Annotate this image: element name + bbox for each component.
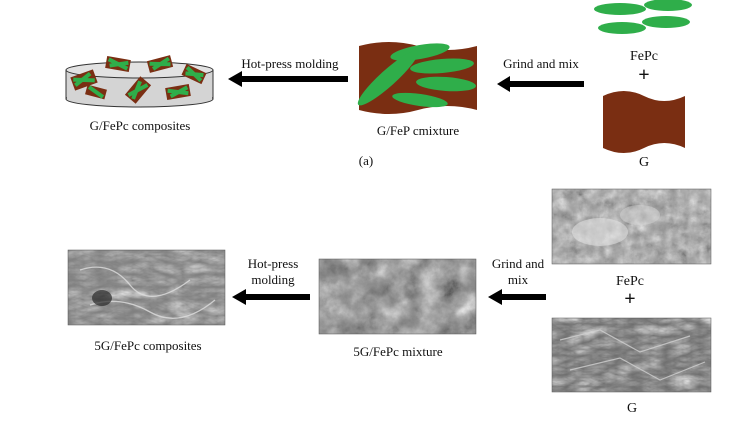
top-arrow-hotpress: [228, 71, 348, 87]
top-mixture-label: G/FeP cmixture: [377, 123, 459, 138]
composite-chunk: [146, 55, 174, 73]
fepc-flake: [642, 16, 690, 28]
bottom-arrow-grind: [488, 289, 546, 305]
bottom-fepc-label: FePc: [616, 274, 644, 289]
panel-tag-a: (a): [359, 153, 373, 168]
sem-image-graphene: [551, 317, 712, 393]
bottom-arrow-hotpress: [232, 289, 310, 305]
bottom-mixture-label: 5G/FePc mixture: [353, 344, 442, 359]
mixed-fepc-flake: [416, 76, 476, 92]
fepc-flake: [598, 22, 646, 34]
top-arrow-grind: [497, 76, 584, 92]
composite-chunk: [105, 56, 131, 72]
mixed-fepc-flake: [410, 58, 474, 74]
graphene-sheet: [603, 91, 685, 153]
bottom-arrow2-label-line1: Hot-press: [248, 256, 299, 271]
composite-chunk: [181, 63, 207, 85]
top-arrow2-label: Hot-press molding: [241, 56, 339, 71]
mixed-fepc-flake: [357, 50, 419, 106]
composite-chunk: [85, 84, 107, 100]
composite-disc: [65, 55, 214, 108]
top-plus-sign: +: [638, 64, 649, 86]
sem-image-composite: [67, 249, 226, 326]
top-g-label: G: [639, 155, 649, 170]
bottom-arrow2-label-line2: molding: [251, 272, 295, 287]
bottom-arrow1-label-line2: mix: [508, 272, 529, 287]
composite-chunk: [70, 69, 98, 91]
mixed-fepc-flake: [392, 92, 448, 108]
fepc-flake: [594, 3, 646, 15]
top-arrow1-label: Grind and mix: [503, 56, 579, 71]
top-fepc-label: FePc: [630, 49, 658, 64]
fepc-flake: [644, 0, 692, 11]
sem-image-mixture: [318, 258, 477, 335]
top-composite-label: G/FePc composites: [90, 118, 191, 133]
sem-image-fepc: [551, 188, 712, 265]
composite-chunk: [165, 84, 191, 100]
bottom-composite-label: 5G/FePc composites: [94, 338, 201, 353]
composite-chunk: [124, 76, 152, 104]
bottom-g-label: G: [627, 401, 637, 416]
bottom-arrow1-label-line1: Grind and: [492, 256, 545, 271]
mixture-block: [357, 42, 477, 114]
fepc-flakes: [594, 0, 692, 34]
bottom-plus-sign: +: [624, 288, 635, 310]
